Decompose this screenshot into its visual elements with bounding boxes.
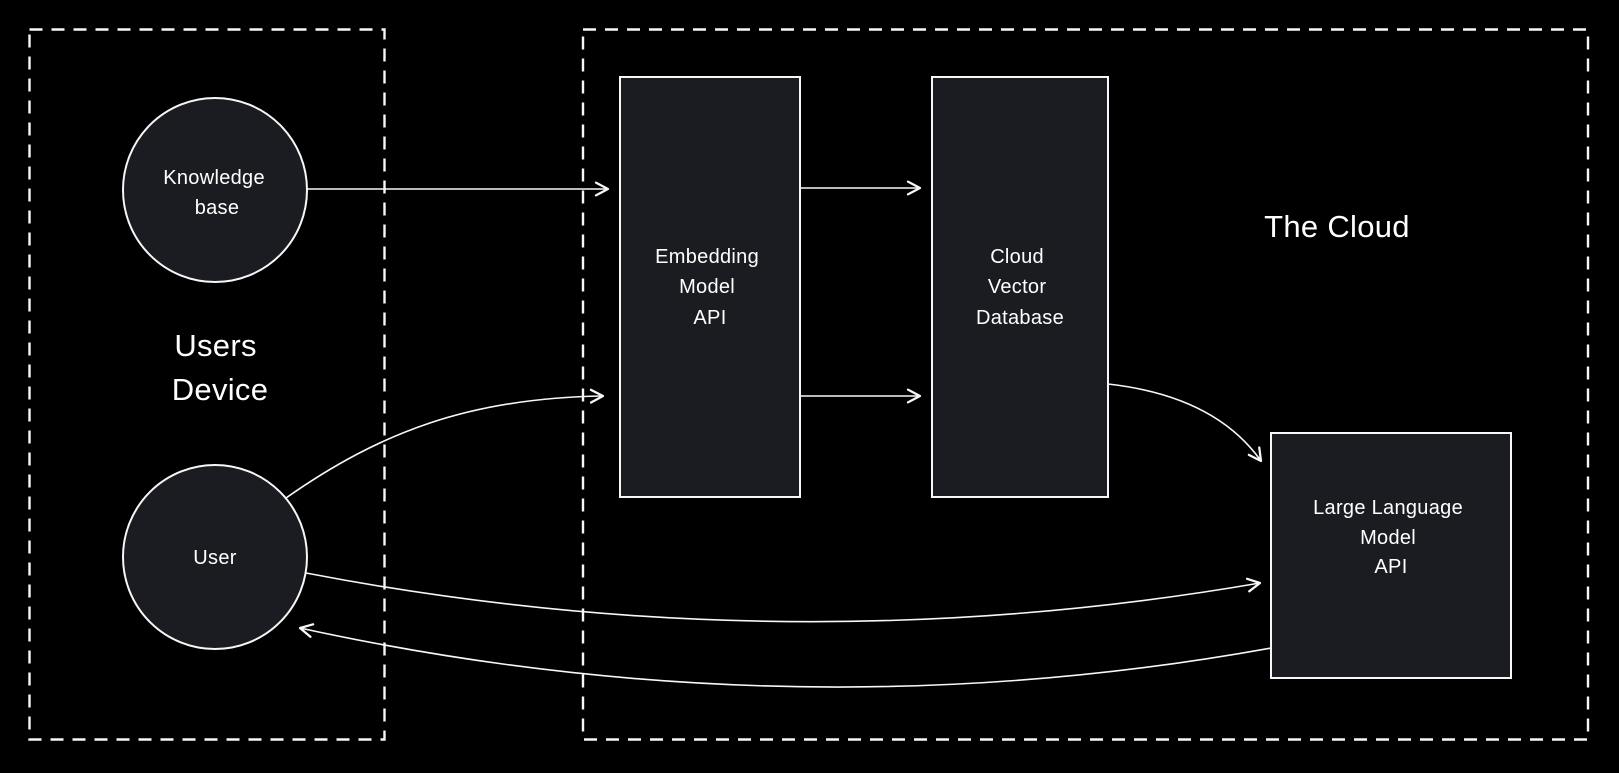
label-line: API [693, 307, 726, 329]
label-line: Database [976, 307, 1064, 329]
label-line: User [193, 547, 236, 569]
cloud-title: The Cloud [1264, 209, 1410, 244]
large-language-model-api-label: Large Language Model API [1313, 497, 1469, 578]
edge-vector-db-to-llm [1107, 383, 1263, 463]
edge-user-to-embedding [285, 388, 605, 499]
cloud-vector-database-node [931, 76, 1109, 498]
label-line: Vector [988, 276, 1047, 298]
embedding-model-api-label: Embedding Model API [655, 246, 765, 329]
label-line: Cloud [990, 246, 1044, 268]
label-line: API [1374, 556, 1407, 578]
label-line: The Cloud [1264, 209, 1410, 244]
label-line: base [195, 197, 240, 219]
edge-user-to-llm [305, 572, 1262, 623]
users-device-boundary [28, 28, 386, 741]
edge-llm-to-user [298, 623, 1272, 688]
embedding-model-api-node [619, 76, 801, 498]
label-line: Large Language [1313, 497, 1463, 519]
knowledge-base-label: Knowledge base [163, 167, 271, 219]
users-device-title: Users Device [172, 328, 269, 407]
label-line: Model [1360, 527, 1416, 549]
label-line: Knowledge [163, 167, 265, 189]
user-node [122, 464, 308, 650]
label-line: Device [172, 372, 269, 407]
cloud-vector-database-label: Cloud Vector Database [976, 246, 1064, 329]
knowledge-base-node [122, 97, 308, 283]
label-line: Embedding [655, 246, 759, 268]
label-line: Model [679, 276, 735, 298]
user-label: User [193, 547, 236, 569]
large-language-model-api-node [1270, 432, 1512, 679]
label-line: Users [174, 328, 256, 363]
